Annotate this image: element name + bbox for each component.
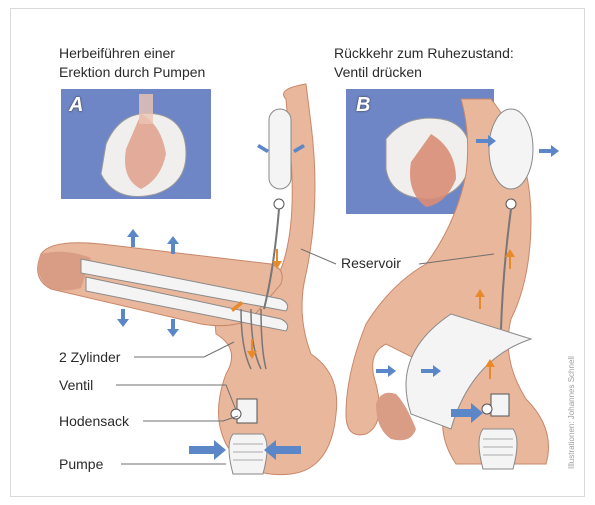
caption-resting-line2: Ventil drücken [334,63,514,82]
label-ventil: Ventil [59,377,93,393]
caption-resting-line1: Rückkehr zum Ruhezustand: [334,44,514,63]
caption-pumping: Herbeiführen einer Erektion durch Pumpen [59,44,205,82]
caption-pumping-line2: Erektion durch Pumpen [59,63,205,82]
caption-pumping-line1: Herbeiführen einer [59,44,205,63]
illustration-frame: Herbeiführen einer Erektion durch Pumpen… [10,8,585,497]
panel-b-letter: B [356,94,370,116]
caption-resting: Rückkehr zum Ruhezustand: Ventil drücken [334,44,514,82]
label-zylinder: 2 Zylinder [59,349,120,365]
panel-a [61,89,211,199]
panel-a-letter: A [69,94,83,116]
label-reservoir: Reservoir [341,255,401,271]
label-hodensack: Hodensack [59,413,129,429]
illustrator-credit: Illustrationen: Johannes Schnell [567,356,576,469]
label-pumpe: Pumpe [59,456,103,472]
